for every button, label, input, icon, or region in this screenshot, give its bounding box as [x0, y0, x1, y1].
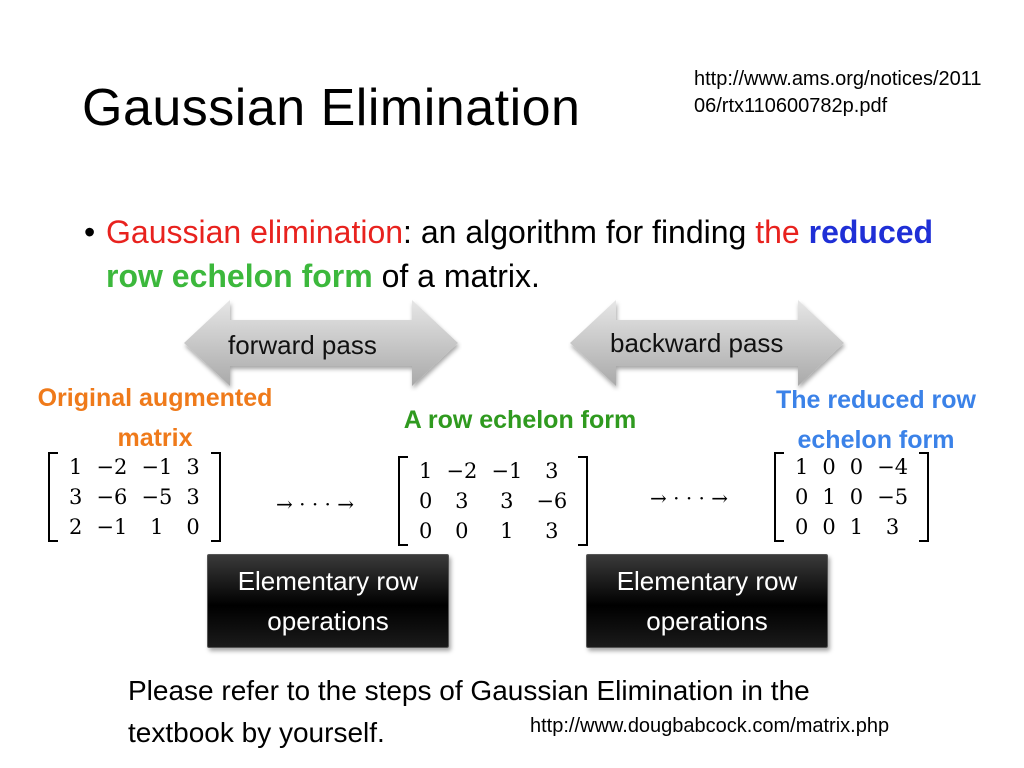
cell: 1 [419, 459, 433, 483]
cell: 0 [795, 515, 809, 539]
definition-tail: of a matrix. [372, 258, 540, 294]
cell: −1 [491, 459, 523, 483]
cell: 1 [849, 515, 864, 539]
maps-to-arrow-1: → · · · → [276, 492, 355, 516]
cell: 1 [150, 515, 164, 539]
cell: 0 [849, 485, 864, 509]
left-bracket [774, 452, 784, 542]
cell: 3 [500, 489, 514, 513]
cell: −6 [96, 485, 128, 509]
source-link-bottom[interactable]: http://www.dougbabcock.com/matrix.php [530, 715, 890, 737]
cell: −1 [96, 515, 128, 539]
bullet-dot-icon: • [84, 214, 96, 250]
cell: 3 [455, 489, 469, 513]
cell: −2 [446, 459, 478, 483]
cell: 3 [545, 459, 559, 483]
cell: 0 [455, 519, 469, 543]
right-bracket [210, 452, 221, 542]
definition-text: : an algorithm for finding [403, 214, 756, 250]
cell: 3 [69, 485, 83, 509]
elementary-row-operations-label: Elementary row operations [616, 566, 798, 636]
cell: 0 [795, 485, 809, 509]
cell: 0 [822, 515, 836, 539]
right-bracket [578, 456, 589, 546]
cell: 0 [419, 519, 433, 543]
cell: 3 [885, 515, 900, 539]
cell: 1 [69, 455, 83, 479]
cell: 1 [795, 455, 809, 479]
cell: −4 [877, 455, 909, 479]
word-reduced: reduced [808, 214, 934, 250]
cell: 3 [186, 455, 200, 479]
cell: 3 [545, 519, 559, 543]
slide-title: Gaussian Elimination [82, 79, 581, 137]
cell: 0 [849, 455, 864, 479]
cell: −2 [96, 455, 128, 479]
left-bracket [398, 456, 408, 546]
cell: −1 [141, 455, 173, 479]
elementary-row-operations-label: Elementary row operations [237, 566, 419, 636]
cell: −5 [141, 485, 173, 509]
forward-pass-label: forward pass [228, 330, 377, 360]
cell: 0 [186, 515, 200, 539]
cell: 1 [500, 519, 514, 543]
reduced-row-echelon-label: The reduced row echelon form [775, 386, 977, 454]
right-bracket [919, 452, 930, 542]
note-text: Please refer to the steps of Gaussian El… [128, 675, 810, 748]
word-the: the [755, 214, 800, 250]
bullet-definition: • Gaussian elimination: an algorithm for… [84, 210, 944, 298]
phrase-row-echelon-form: row echelon form [106, 258, 373, 294]
elementary-row-operations-box-2: Elementary row operations [586, 554, 828, 648]
elementary-row-operations-box-1: Elementary row operations [207, 554, 449, 648]
cell: 3 [186, 485, 200, 509]
left-bracket [48, 452, 58, 542]
cell: −5 [877, 485, 909, 509]
double-arrow-icon [570, 300, 844, 386]
term-gaussian-elimination: Gaussian elimination [106, 214, 404, 250]
cell: 0 [419, 489, 433, 513]
cell: 2 [69, 515, 83, 539]
backward-pass-arrow [570, 300, 844, 386]
cell: 0 [822, 455, 836, 479]
source-link-top[interactable]: http://www.ams.org/notices/201106/rtx110… [694, 68, 982, 117]
row-echelon-label: A row echelon form [403, 406, 637, 434]
cell: −6 [536, 489, 568, 513]
maps-to-arrow-2: → · · · → [650, 486, 729, 510]
forward-pass-arrow [184, 300, 458, 386]
backward-pass-label: backward pass [610, 328, 784, 358]
original-matrix-label: Original augmented matrix [37, 384, 273, 452]
cell: 1 [822, 485, 836, 509]
textbook-note: Please refer to the steps of Gaussian El… [128, 670, 908, 754]
double-arrow-icon [184, 300, 458, 386]
